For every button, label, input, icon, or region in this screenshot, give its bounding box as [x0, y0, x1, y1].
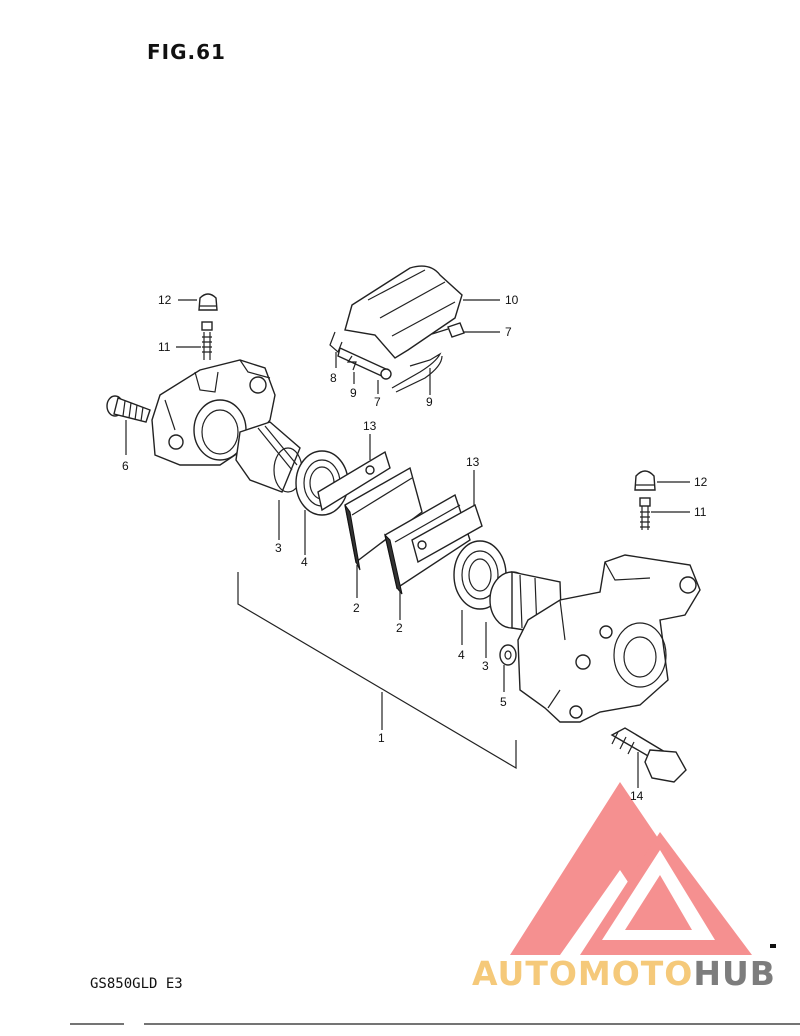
callout-13-right: 13 — [466, 455, 480, 469]
leader-lines — [125, 299, 690, 788]
mounting-bolt-14 — [610, 727, 687, 783]
callout-13-left: 13 — [363, 419, 377, 433]
watermark-text: AUTOMOTOHUB — [472, 954, 776, 993]
callout-11-right: 11 — [694, 505, 707, 519]
piston-3-left — [235, 421, 303, 493]
callout-2-left: 2 — [353, 601, 360, 615]
bleeder-cap-12-right — [634, 470, 656, 491]
callout-14: 14 — [630, 789, 644, 803]
footer-rule — [70, 944, 800, 1025]
callout-11-left: 11 — [158, 340, 171, 354]
callout-7-right: 7 — [505, 325, 512, 339]
washer-5 — [499, 644, 517, 666]
callout-12-right: 12 — [694, 475, 708, 489]
watermark-logo — [510, 782, 752, 955]
callout-9-left: 9 — [350, 386, 357, 400]
pad-shim-13-right — [411, 503, 483, 564]
bleeder-screw-11-left — [201, 321, 213, 360]
callout-1: 1 — [378, 731, 385, 745]
callout-labels: 12 11 6 10 7 8 9 7 9 13 13 12 11 3 4 2 2… — [122, 293, 708, 803]
callout-8: 8 — [330, 371, 337, 385]
watermark-text-automoto: AUTOMOTO — [472, 954, 694, 993]
pad-shim-13-left — [317, 450, 391, 512]
clip-9-right — [391, 352, 443, 393]
callout-10: 10 — [505, 293, 519, 307]
bleeder-cap-12-left — [198, 293, 218, 311]
callout-2-right: 2 — [396, 621, 403, 635]
callout-3-right: 3 — [482, 659, 489, 673]
bleeder-screw-11-right — [639, 497, 651, 530]
clip-8 — [329, 331, 343, 354]
clip-9-left — [346, 355, 357, 371]
callout-5: 5 — [500, 695, 507, 709]
pad-spring-10 — [344, 265, 463, 359]
callout-4-left: 4 — [301, 555, 308, 569]
model-code: GS850GLD E3 — [90, 976, 183, 992]
brake-pad-2-left — [344, 466, 423, 571]
callout-9-right: 9 — [426, 395, 433, 409]
watermark-text-hub: HUB — [693, 954, 776, 993]
callout-7-left: 7 — [374, 395, 381, 409]
pad-pin-7-left — [337, 347, 392, 380]
pad-pin-7-right — [431, 322, 465, 338]
figure-title: FIG.61 — [147, 40, 226, 64]
caliper-right-half — [517, 554, 701, 723]
callout-4-right: 4 — [458, 648, 465, 662]
callout-3-left: 3 — [275, 541, 282, 555]
bolt-6 — [106, 395, 151, 423]
callout-12-left: 12 — [158, 293, 172, 307]
callout-6: 6 — [122, 459, 129, 473]
